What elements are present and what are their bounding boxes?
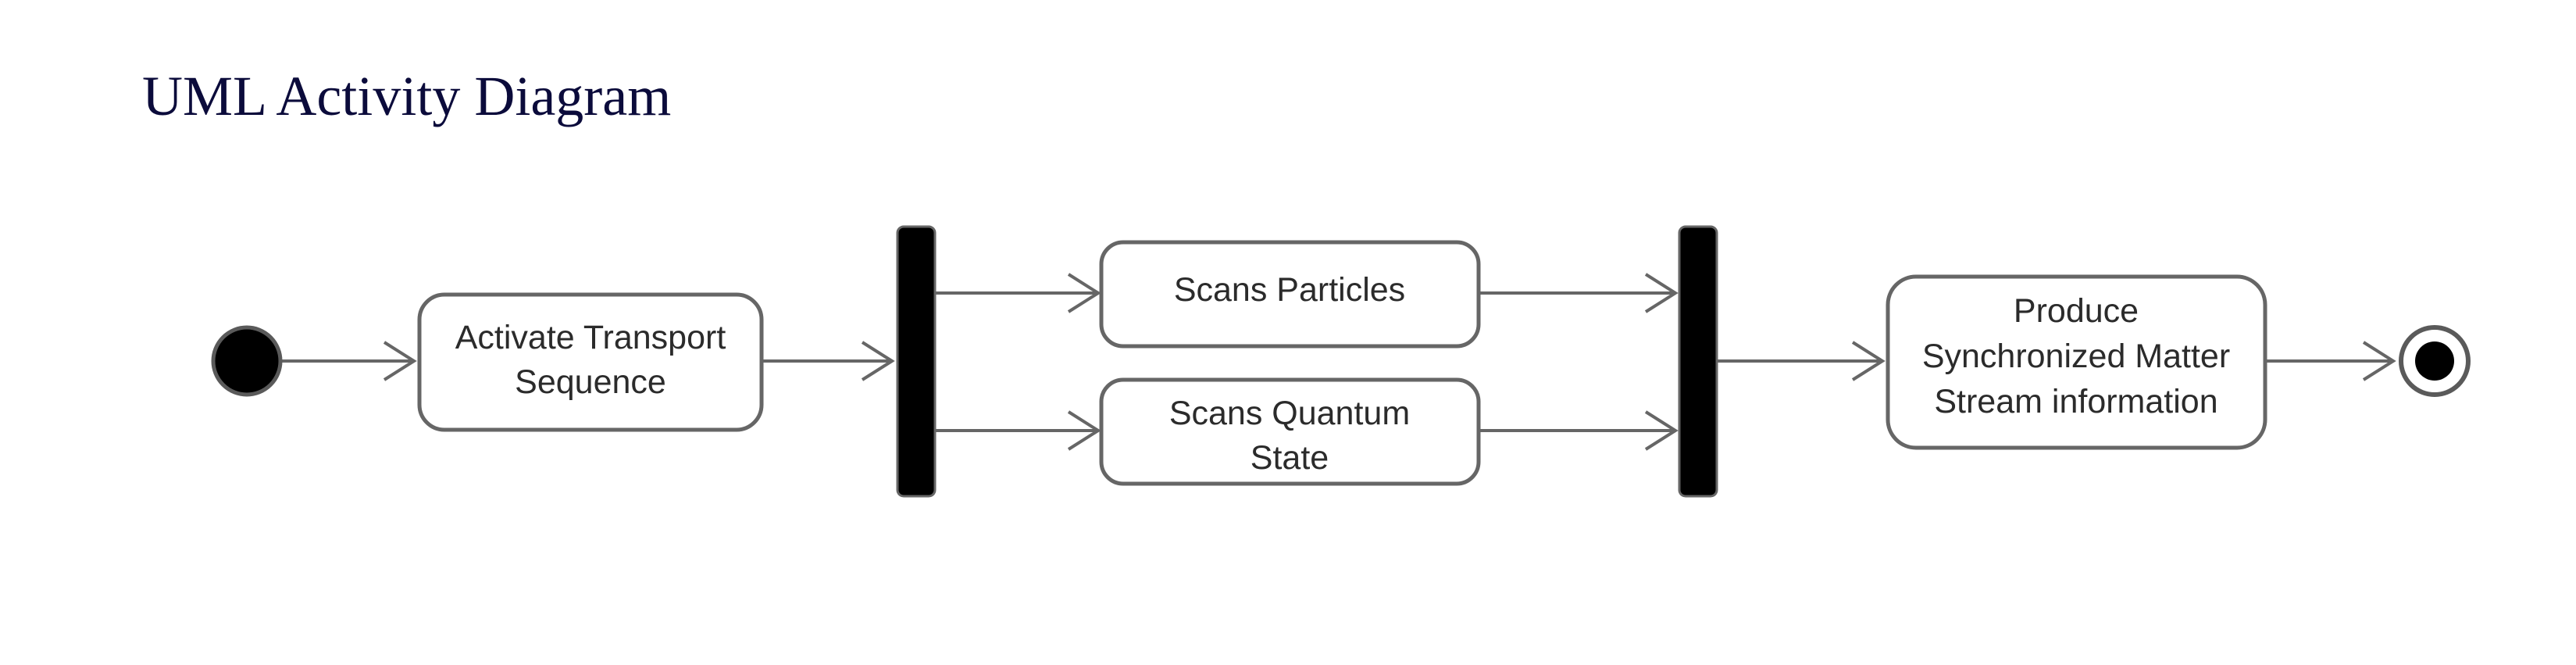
activity-activate-transport	[417, 292, 764, 432]
activity-produce-line-2: Synchronized Matter	[1922, 338, 2230, 375]
join-bar	[1678, 225, 1718, 498]
edges	[271, 273, 2396, 451]
activity-scans-particles	[1099, 240, 1481, 349]
diagram-title: UML Activity Diagram	[142, 65, 672, 127]
activity-scans-quantum-line-2: State	[1251, 439, 1329, 477]
activity-activate-transport-line-1: Activate Transport	[455, 319, 726, 356]
arrowhead-icon	[383, 341, 417, 381]
arrowhead-icon	[1851, 341, 1886, 381]
arrowhead-icon	[2362, 341, 2396, 381]
arrowhead-icon	[1644, 410, 1679, 451]
activity-produce	[1886, 274, 2267, 450]
arrowhead-icon	[1067, 410, 1101, 451]
arrowhead-icon	[861, 341, 895, 381]
initial-node-icon	[211, 325, 283, 397]
activity-activate-transport-line-2: Sequence	[515, 363, 666, 401]
arrowhead-icon	[1644, 273, 1679, 313]
activity-scans-quantum-line-1: Scans Quantum	[1169, 395, 1410, 432]
arrowhead-icon	[1067, 273, 1101, 313]
activity-scans-quantum	[1099, 377, 1481, 486]
activity-produce-line-1: Produce	[2014, 292, 2139, 330]
fork-bar	[896, 225, 937, 498]
activity-produce-line-3: Stream information	[1934, 383, 2217, 420]
activity-scans-particles-label: Scans Particles	[1174, 271, 1405, 309]
final-node-core-icon	[2415, 341, 2454, 381]
